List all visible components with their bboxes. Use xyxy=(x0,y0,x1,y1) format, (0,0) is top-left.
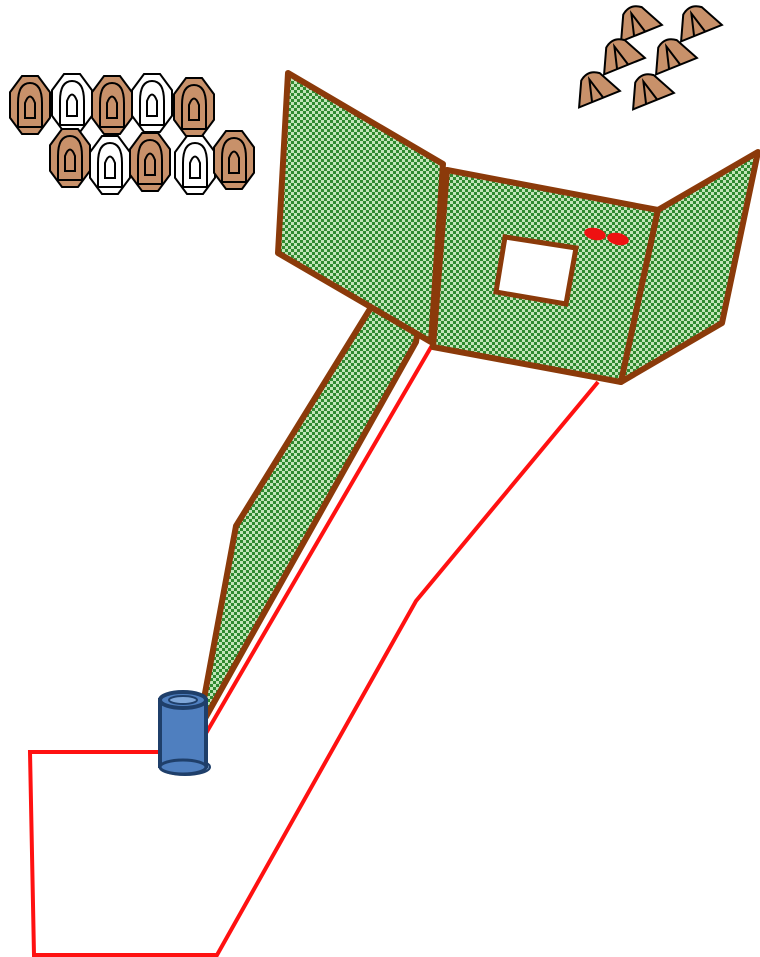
fault-line-left-box xyxy=(27,380,600,957)
popper-steel-icon xyxy=(619,5,664,43)
popper-steel-icon xyxy=(631,73,676,111)
octagon-target-icon xyxy=(173,77,215,137)
octagon-target-icon xyxy=(91,75,133,135)
left-wing-wall xyxy=(275,70,446,345)
octagon-target-icon xyxy=(9,75,51,135)
wall-markers xyxy=(584,227,629,246)
no-shoot-target-icon xyxy=(131,73,173,133)
fault-line-diagonal xyxy=(203,340,436,737)
paper-target-array xyxy=(9,73,255,195)
no-shoot-target-icon xyxy=(174,135,216,195)
octagon-target-icon xyxy=(213,130,255,190)
marker-dot xyxy=(607,232,629,246)
right-wing-wall xyxy=(618,149,760,385)
no-shoot-target-icon xyxy=(51,73,93,133)
steel-target-cluster xyxy=(577,5,724,111)
popper-steel-icon xyxy=(679,5,724,43)
marker-dot xyxy=(584,227,606,241)
popper-steel-icon xyxy=(654,38,699,76)
no-shoot-target-icon xyxy=(89,135,131,195)
window-port-icon xyxy=(493,234,579,307)
octagon-target-icon xyxy=(49,128,91,188)
fault-lines xyxy=(27,340,600,957)
popper-steel-icon xyxy=(577,71,622,109)
barrel-icon xyxy=(158,690,211,776)
octagon-target-icon xyxy=(129,132,171,192)
popper-steel-icon xyxy=(602,38,647,76)
